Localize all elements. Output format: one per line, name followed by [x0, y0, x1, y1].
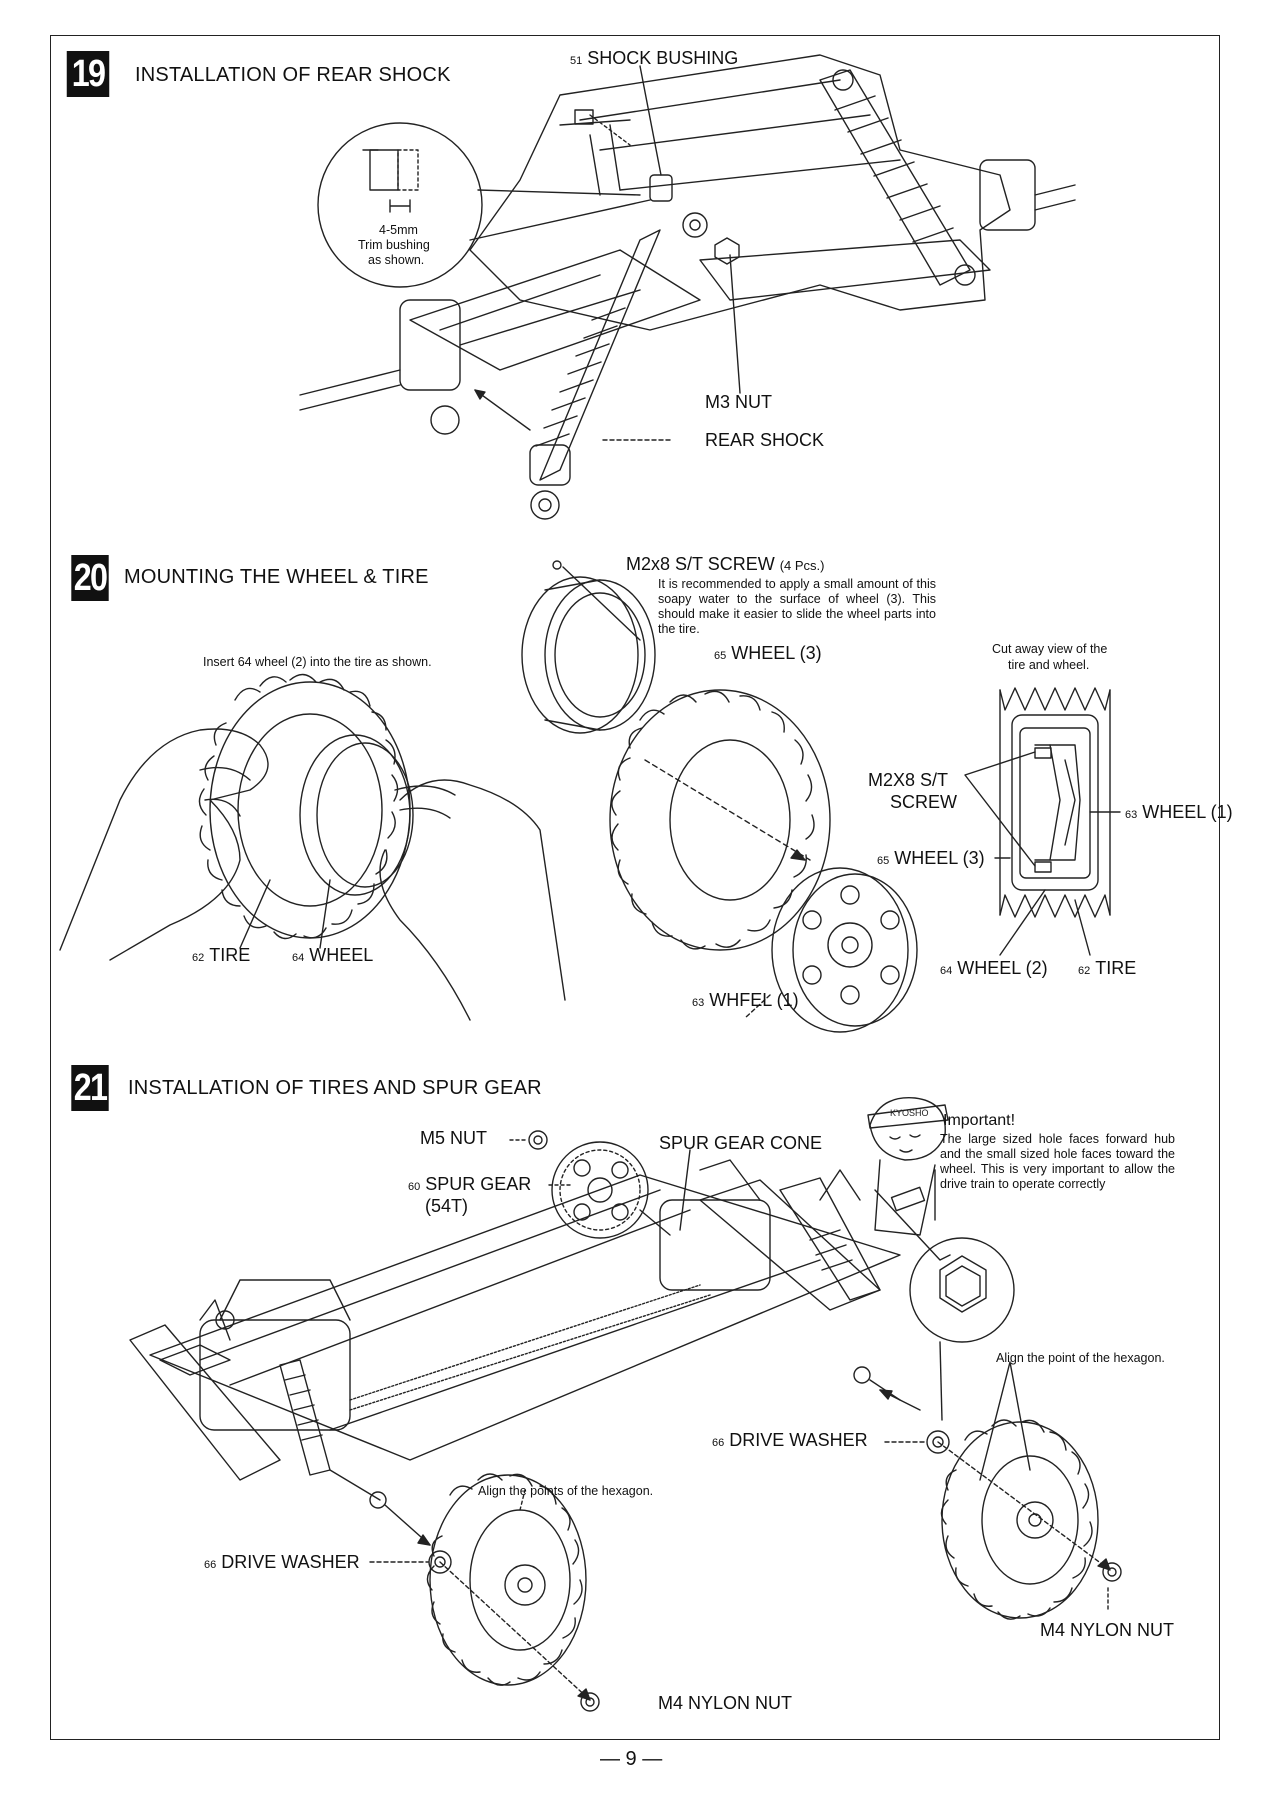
bushing-trim-text-2: as shown.	[368, 253, 425, 267]
align-points-note: Align the points of the hexagon.	[478, 1484, 654, 1498]
step-19-title: INSTALLATION OF REAR SHOCK	[135, 64, 451, 86]
m3-nut-label: M3 NUT	[705, 392, 772, 412]
cutaway-caption-2: tire and wheel.	[1008, 658, 1090, 672]
hands-tire-drawing	[59, 673, 566, 1021]
important-heading: Important!	[943, 1112, 1016, 1129]
step-21-title: INSTALLATION OF TIRES AND SPUR GEAR	[128, 1077, 542, 1099]
page-frame	[50, 35, 1220, 1740]
full-buggy-drawing: KYOSHO	[129, 1097, 1122, 1712]
align-point-note: Align the point of the hexagon.	[996, 1351, 1165, 1365]
bushing-trim-text: Trim bushing	[358, 238, 430, 252]
insert-instruction: Insert 64 wheel (2) into the tire as sho…	[203, 655, 432, 669]
rear-shock-label: REAR SHOCK	[705, 430, 825, 450]
m4-nylon-nut-label: M4 NYLON NUT	[1040, 1620, 1175, 1640]
spur-gear-teeth: (54T)	[425, 1196, 469, 1216]
step-number-21: 21	[71, 1065, 109, 1111]
important-text: The large sized hole faces forward hub a…	[940, 1132, 1175, 1191]
svg-text:KYOSHO: KYOSHO	[890, 1108, 929, 1118]
step-number-20: 20	[71, 555, 109, 601]
screw-label: M2x8 S/T SCREW (4 Pcs.)	[626, 554, 825, 574]
step-20-title: MOUNTING THE WHEEL & TIRE	[124, 566, 429, 588]
page-number: — 9 —	[600, 1748, 663, 1770]
cutaway-caption: Cut away view of the	[992, 642, 1108, 656]
part-number: 51	[570, 55, 583, 67]
spur-gear-cone-label: SPUR GEAR CONE	[659, 1133, 823, 1153]
cutaway-drawing	[964, 687, 1121, 956]
wheel-assembly-drawing	[521, 560, 918, 1033]
rear-chassis-drawing	[299, 54, 1076, 520]
m4-nylon-nut-label-2: M4 NYLON NUT	[658, 1693, 793, 1713]
cutaway-screw-label-2: SCREW	[890, 792, 957, 812]
screw-note: It is recommended to apply a small amoun…	[658, 577, 936, 636]
bushing-measure: 4-5mm	[379, 223, 418, 237]
m5-nut-label: M5 NUT	[420, 1128, 487, 1148]
step-number-19: 19	[66, 51, 110, 97]
cutaway-screw-label: M2X8 S/T	[868, 770, 949, 790]
